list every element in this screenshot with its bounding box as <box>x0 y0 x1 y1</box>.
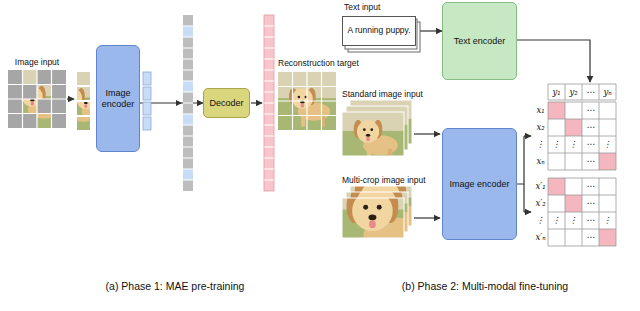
matrix-label: ⋯ <box>582 84 599 100</box>
token <box>183 26 193 37</box>
token <box>183 169 193 180</box>
matrix-label: ⋮ <box>599 212 616 229</box>
flow-arrow <box>67 98 74 99</box>
subfigure-caption: (b) Phase 2: Multi-modal fine-tuning <box>350 280 620 293</box>
input-label: Multi-crop image input <box>342 175 426 185</box>
flow-arrow <box>517 136 524 184</box>
matrix-label: ⋯ <box>582 102 599 119</box>
mask-tokens <box>183 15 193 191</box>
positive-cell <box>548 178 565 195</box>
puppy-photo <box>8 70 66 128</box>
positive-cell <box>599 229 616 246</box>
matrix-label: ⋮ <box>548 212 565 229</box>
target-label: Reconstruction target <box>278 58 359 68</box>
positive-cell <box>599 153 616 170</box>
node-label: Text encoder <box>454 36 506 46</box>
matrix-label: ⋮ <box>599 136 616 153</box>
multicrop-image-stack <box>325 147 446 272</box>
node-label: Image encoder <box>100 88 136 109</box>
patch-grid <box>278 72 336 130</box>
matrix-label: x₂ <box>533 119 548 136</box>
input-label: Image input <box>6 57 68 67</box>
encoder-box: Text encoder <box>442 2 517 80</box>
token-separators <box>264 26 274 180</box>
node-label: A running puppy. <box>347 26 410 36</box>
matrix-label: xₙ <box>533 153 548 170</box>
heading-label: Text input <box>344 3 380 13</box>
token <box>143 87 151 100</box>
matrix-label: x′₁ <box>533 178 548 195</box>
token-separators <box>183 26 193 180</box>
input-label: Standard image input <box>342 89 423 99</box>
token <box>183 114 193 125</box>
photo-border <box>342 112 404 156</box>
matrix-label: ⋯ <box>582 136 599 153</box>
token <box>143 117 151 130</box>
matrix-label: x₁ <box>533 102 548 119</box>
matrix-label: ⋮ <box>533 212 548 229</box>
patch-grid <box>8 70 66 128</box>
flow-arrow <box>517 40 590 82</box>
flow-arrow <box>524 211 531 212</box>
token <box>183 81 193 92</box>
positive-cell <box>565 119 582 136</box>
encoded-tokens <box>143 72 151 130</box>
matrix-label: ⋯ <box>582 229 599 246</box>
node-label: Image encoder <box>449 179 509 189</box>
arrow-head <box>176 100 182 106</box>
matrix-label: x′ₙ <box>533 229 548 246</box>
matrix-label: ⋯ <box>582 212 599 229</box>
matrix-label: y₁ <box>548 84 565 100</box>
matrix-label: ⋯ <box>582 195 599 212</box>
subfigure-caption: (a) Phase 1: MAE pre-training <box>60 280 290 293</box>
photo-border <box>342 198 404 238</box>
matrix-label: x′₂ <box>533 195 548 212</box>
encoded-tokens <box>183 26 193 180</box>
token <box>143 72 151 85</box>
encoder-box: Image encoder <box>442 128 517 240</box>
matrix-grid <box>548 84 616 246</box>
standard-image-stack <box>342 91 412 165</box>
matrix-label: ⋮ <box>548 136 565 153</box>
masked-input-image <box>8 70 66 128</box>
decoder-box: Decoder <box>203 88 250 118</box>
encoder-box: Image encoder <box>96 45 140 152</box>
photo <box>342 103 404 165</box>
similarity-matrix <box>548 84 616 246</box>
reconstruction-image <box>278 72 336 130</box>
flow-arrow <box>523 184 524 212</box>
puppy-photo <box>278 72 336 130</box>
mask-patches <box>8 70 66 128</box>
output-tokens <box>264 15 274 191</box>
token <box>143 102 151 115</box>
node-label: Decoder <box>209 98 243 108</box>
flow-arrow <box>414 217 440 218</box>
matrix-label: y₂ <box>565 84 582 100</box>
matrix-label: ⋮ <box>565 212 582 229</box>
flow-arrow <box>414 133 440 134</box>
positive-cell <box>565 195 582 212</box>
photo <box>325 159 438 272</box>
text-card: Text inputA running puppy. <box>342 16 416 46</box>
matrix-label: ⋯ <box>582 178 599 195</box>
matrix-label: ⋮ <box>565 136 582 153</box>
matrix-label: ⋯ <box>582 119 599 136</box>
output-column <box>264 15 274 191</box>
matrix-label: ⋮ <box>533 136 548 153</box>
flow-arrow <box>251 102 262 103</box>
positive-cell <box>548 102 565 119</box>
token-column <box>183 15 193 191</box>
matrix-label: yₙ <box>599 84 616 100</box>
flow-arrow <box>524 135 531 136</box>
matrix-label: ⋯ <box>582 153 599 170</box>
